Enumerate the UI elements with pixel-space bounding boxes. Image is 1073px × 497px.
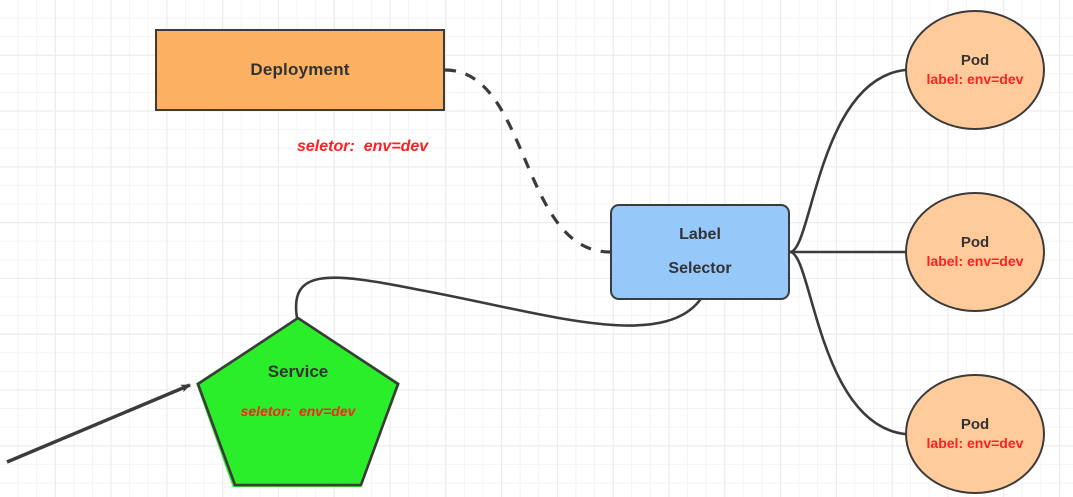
- service-selector-label: seletor: env=dev: [240, 402, 356, 419]
- edge-label-selector-to-pod-3: [788, 250, 907, 436]
- pod-1-label: Pod: [960, 51, 990, 69]
- deployment-selector-caption: seletor: env=dev: [297, 138, 429, 155]
- pod-2-label: Pod: [960, 233, 990, 251]
- label-selector-line-2: Selector: [668, 260, 732, 277]
- node-service[interactable]: Service seletor: env=dev: [196, 317, 400, 487]
- pod-3-selector-label: label: env=dev: [926, 435, 1024, 452]
- node-pod-2[interactable]: Pod label: env=dev: [905, 192, 1045, 312]
- edge-label-selector-to-pod-1: [788, 68, 907, 254]
- node-deployment[interactable]: Deployment: [155, 29, 445, 111]
- node-pod-3[interactable]: Pod label: env=dev: [905, 374, 1045, 494]
- service-label: Service: [267, 362, 329, 381]
- node-label-selector[interactable]: Label Selector: [610, 204, 790, 300]
- label-selector-line-1: Label: [679, 226, 721, 244]
- pod-1-selector-label: label: env=dev: [926, 71, 1024, 88]
- node-pod-1[interactable]: Pod label: env=dev: [905, 10, 1045, 130]
- deployment-label: Deployment: [250, 59, 350, 79]
- edge-deployment-to-label-selector: [444, 68, 611, 254]
- edge-external-to-service: [6, 383, 191, 464]
- pod-3-label: Pod: [960, 415, 990, 433]
- pod-2-selector-label: label: env=dev: [926, 253, 1024, 270]
